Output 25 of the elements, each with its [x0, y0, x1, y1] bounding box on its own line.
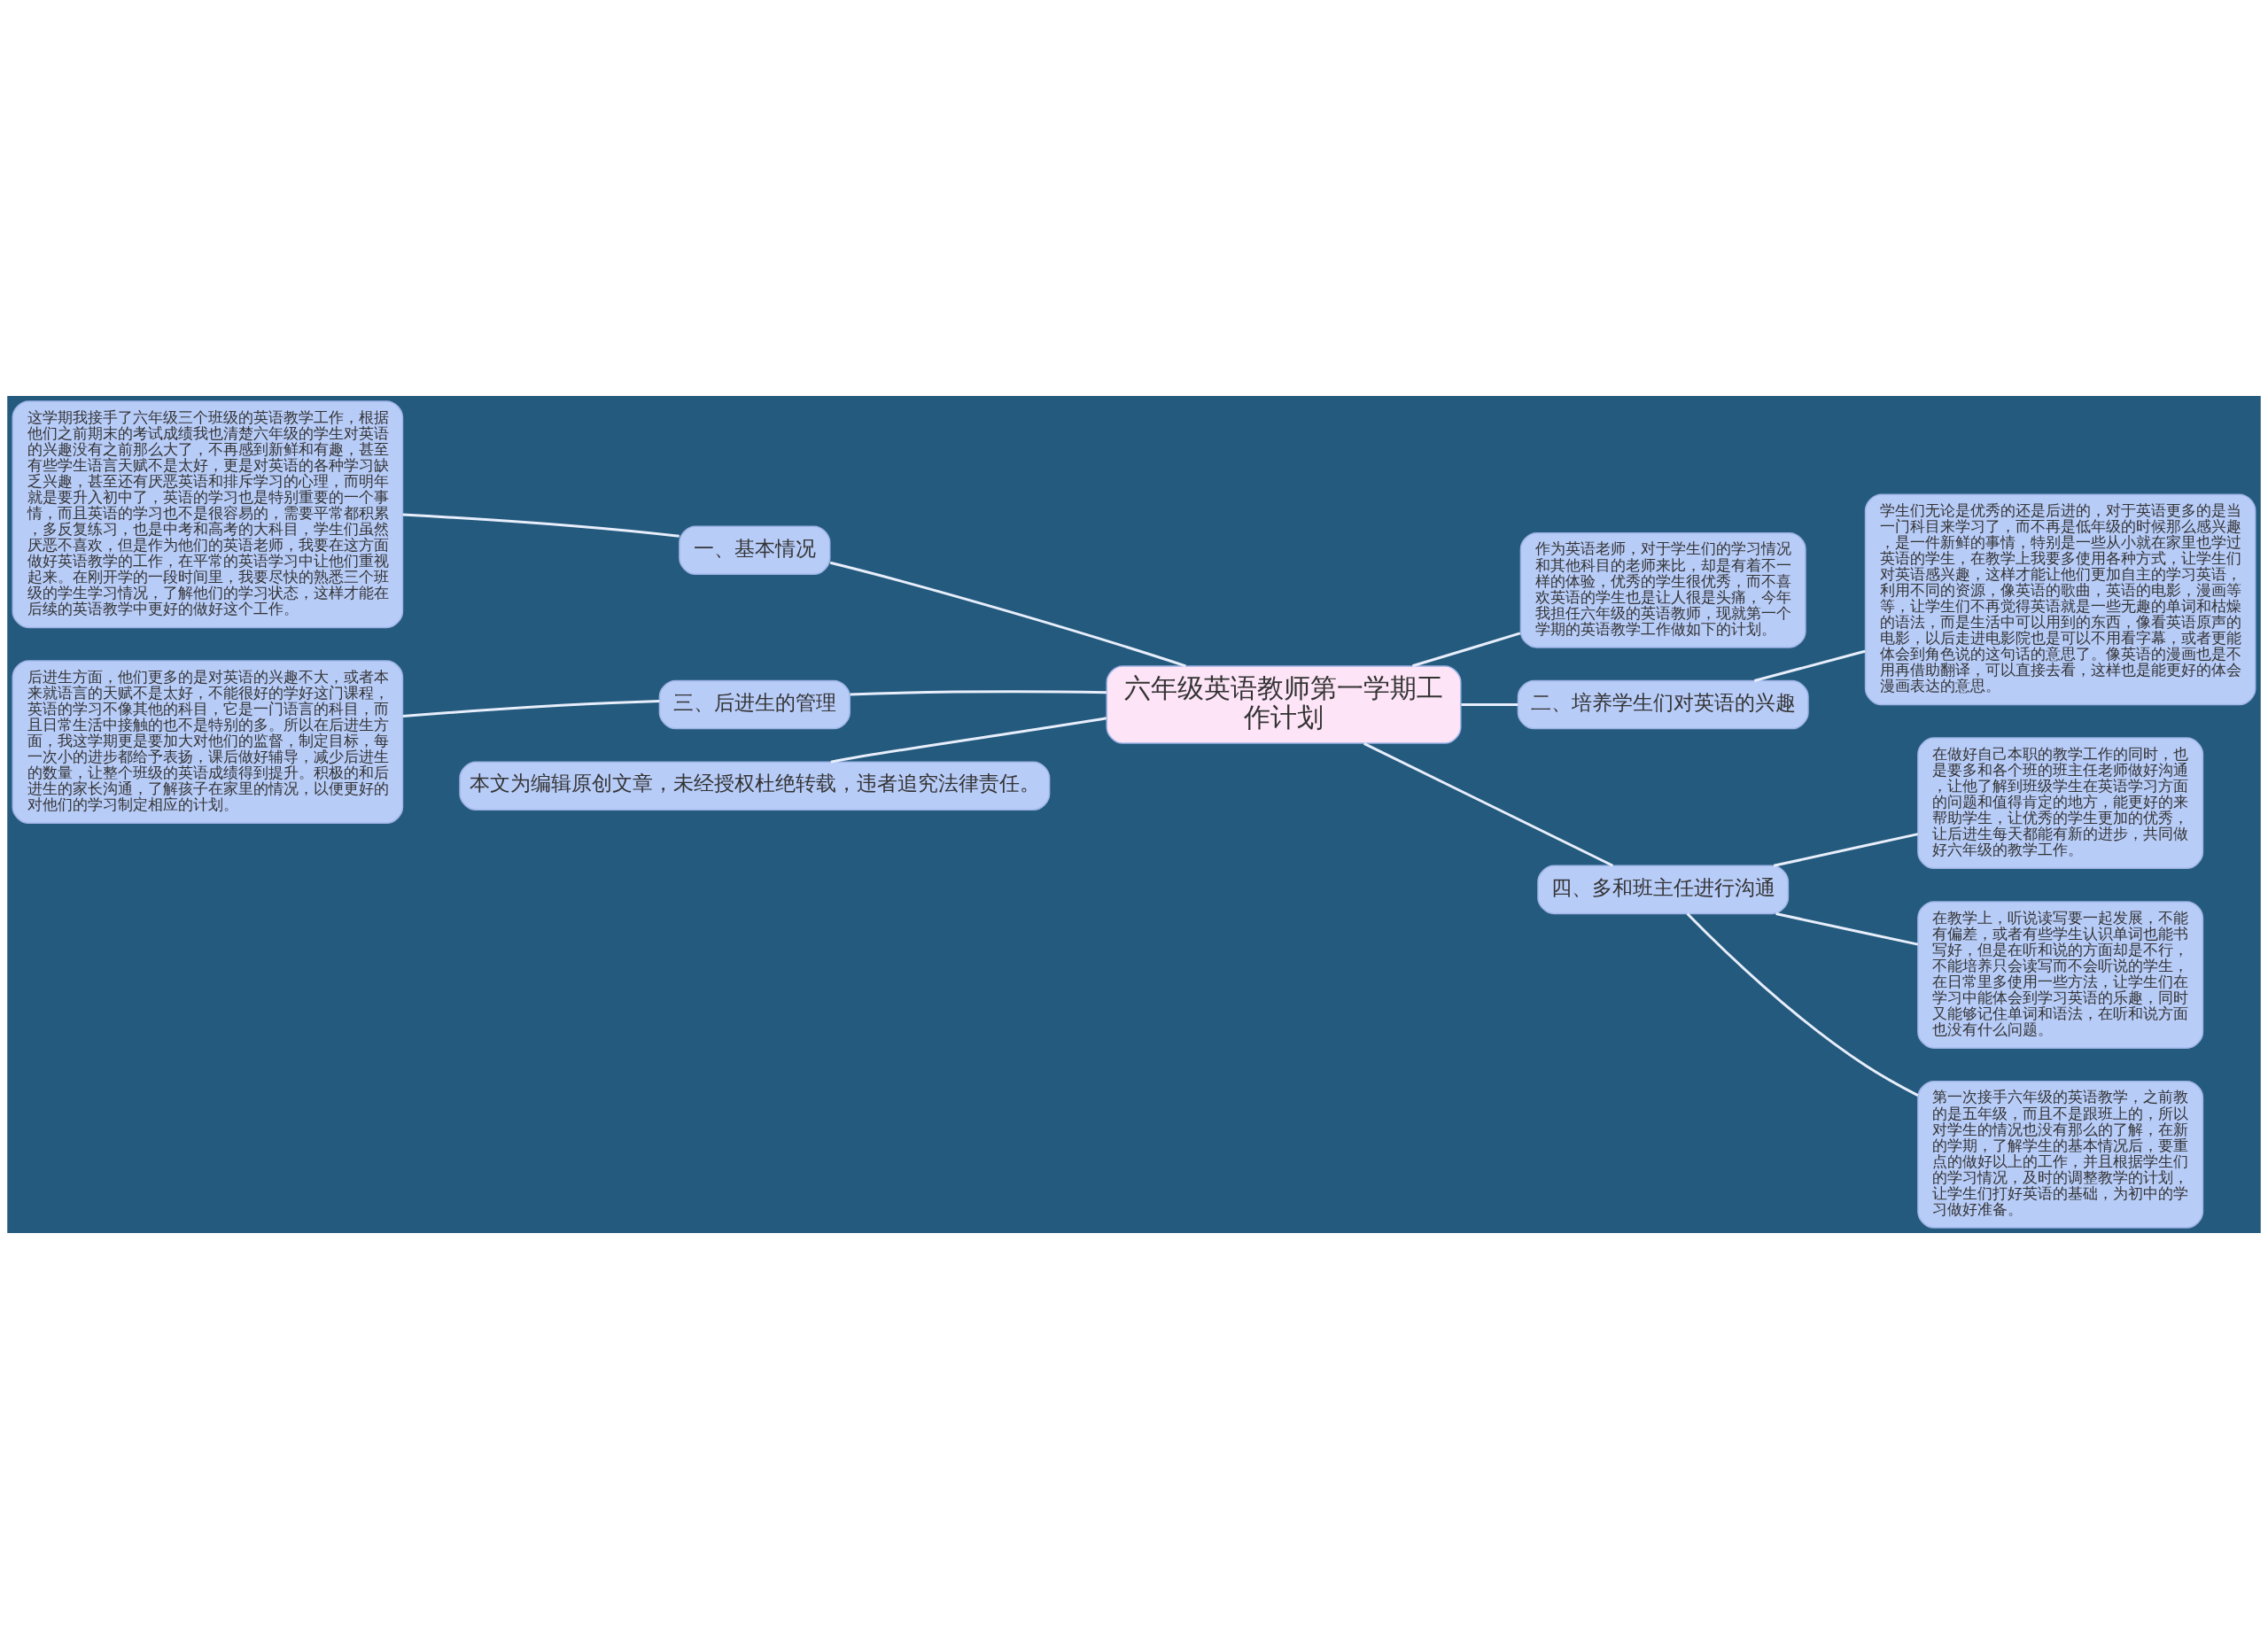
node-box: 第一次接手六年级的英语教学，之前教的是五年级，而且不是跟班上的，所以对学生的情况也没有那么的了解，在新的学期，了解学生的基本情况后，要重点的做好以上的工作，并且根据学生们的学习情况，及时的调整教学的计划，让学生们打好英语的基础，为初中的学习做好准备。	[1917, 1081, 2204, 1229]
connector	[850, 690, 1107, 696]
connector	[1363, 742, 1614, 867]
connector	[829, 561, 1186, 668]
node-box: 后进生方面，他们更多的是对英语的兴趣不大，或者本来就语言的天赋不是太好，不能很好的学好这门课程，英语的学习不像其他的科目，它是一门语言的科目，而且日常生活中接触的也不是特别的多。所以在后进生方面，我这学期更是要加大对他们的监督，制定目标，每一次小的进步都给予表扬，课后做好辅导，减少后进生的数量，让整个班级的英语成绩得到提升。积极的和后进生的家长沟通，了解孩子在家里的情况，以便更好的对他们的学习制定相应的计划。	[12, 660, 404, 824]
node-box: 四、多和班主任进行沟通	[1537, 865, 1790, 915]
connector	[830, 717, 1107, 764]
connector	[1412, 632, 1521, 668]
node-box: 本文为编辑原创文章，未经授权杜绝转载，违者追究法律责任。	[459, 761, 1051, 811]
node-box: 三、后进生的管理	[658, 679, 850, 730]
node-box: 在做好自己本职的教学工作的同时，也是要多和各个班的班主任老师做好沟通，让他了解到班级学生在英语学习方面的问题和值得肯定的地方，能更好的来帮助学生，让优秀的学生更加的优秀，让后进生每天都能有新的进步，共同做好六年级的教学工作。	[1917, 737, 2204, 870]
connector	[1686, 912, 1919, 1097]
node-box: 这学期我接手了六年级三个班级的英语教学工作，根据他们之前期末的考试成绩我也清楚六年级的学生对英语的兴趣没有之前那么大了，不再感到新鲜和有趣，甚至有些学生语言天赋不是太好，更是对英语的各种学习缺乏兴趣，甚至还有厌恶英语和排斥学习的心理，而明年就是要升入初中了，英语的学习也是特别重要的一个事情，而且英语的学习也不是很容易的，需要平常都积累，多反复练习，也是中考和高考的大科目，学生们虽然厌恶不喜欢，但是作为他们的英语老师，我要在这方面做好英语教学的工作，在平常的英语学习中让他们重视起来。在刚开学的一段时间里，我要尽快的熟悉三个班级的学生学习情况，了解他们的学习状态，这样才能在后续的英语教学中更好的做好这个工作。	[12, 400, 404, 629]
connector	[1773, 833, 1919, 867]
connector	[1753, 649, 1866, 682]
node-box: 学生们无论是优秀的还是后进的，对于英语更多的是当一门科目来学习了，而不再是低年级的时候那么感兴趣，是一件新鲜的事情，特别是一些从小就在家里也学过英语的学生，在教学上我要多使用各种方式，让学生们对英语感兴趣，这样才能让他们更加自主的学习英语，利用不同的资源，像英语的歌曲，英语的电影，漫画等等，让学生们不再觉得英语就是一些无趣的单词和枯燥的语法，而是生活中可以用到的东西，像看英语原声的电影，以后走进电影院也是可以不用看字幕，或者更能体会到角色说的这句话的意思了。像英语的漫画也是不用再借助翻译，可以直接去看，这样也是能更好的体会漫画表达的意思。	[1864, 493, 2256, 706]
node-box: 二、培养学生们对英语的兴趣	[1517, 679, 1809, 730]
node-box: 作为英语老师，对于学生们的学习情况和其他科目的老师来比，却是有着不一样的体验，优秀的学生很优秀，而不喜欢英语的学生也是让人很是头痛，今年我担任六年级的英语教师，现就第一个学期的英语教学工作做如下的计划。	[1519, 532, 1806, 648]
connector	[402, 699, 660, 718]
connector	[402, 513, 680, 538]
node-box: 一、基本情况	[679, 525, 831, 576]
connector	[1775, 912, 1919, 946]
node-box: 在教学上，听说读写要一起发展，不能有偏差，或者有些学生认识单词也能书写好，但是在听和说的方面却是不行，不能培养只会读写而不会听说的学生，在日常里多使用一些方法，让学生们在学习中能体会到学习英语的乐趣，同时又能够记住单词和语法，在听和说方面也没有什么问题。	[1917, 901, 2204, 1049]
node-box: 六年级英语教师第一学期工作计划	[1106, 665, 1462, 744]
connector	[1461, 703, 1518, 707]
